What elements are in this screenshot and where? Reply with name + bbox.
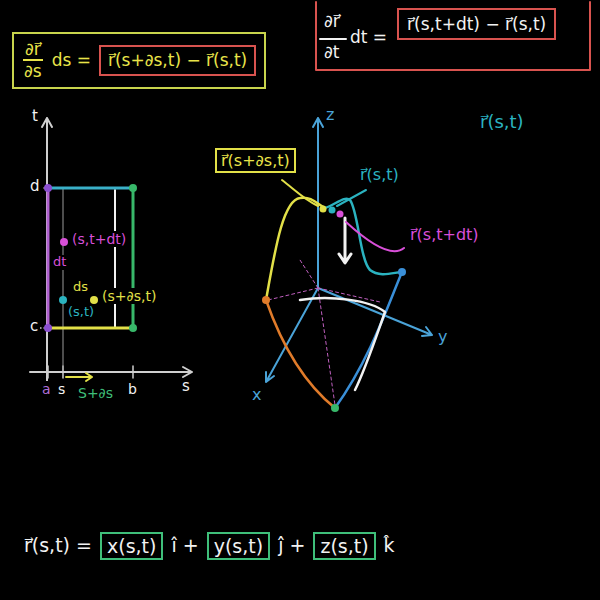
- fraction-denominator: ∂t: [322, 43, 341, 63]
- node-text: z(s,t): [320, 535, 368, 558]
- point-label: (s,t+dt): [70, 231, 128, 247]
- fraction-bar: [320, 38, 346, 40]
- bound-label: c: [28, 318, 40, 335]
- node-text: ds =: [52, 50, 91, 70]
- fraction: ∂r⃗∂s: [22, 39, 44, 82]
- corner-dot: [331, 404, 339, 412]
- point-label: r⃗(s,t+dt): [408, 226, 481, 244]
- point-label-box: r⃗(s+∂s,t): [215, 148, 296, 173]
- node-text: r⃗(s+∂s,t) − r⃗(s,t): [108, 50, 247, 70]
- node-text: y(s,t): [214, 535, 263, 558]
- axis-label: x: [250, 386, 263, 404]
- unit-vector: ĵ +: [276, 535, 307, 557]
- s-line: [63, 188, 64, 366]
- component-box: z(s,t): [313, 532, 375, 561]
- step-label: dt: [51, 255, 68, 270]
- leader-line: [337, 190, 366, 206]
- equation-box: ∂r⃗∂s ds = r⃗(s+∂s,t) − r⃗(s,t): [12, 32, 266, 89]
- axis-label: y: [436, 328, 449, 346]
- corner-dot: [129, 324, 137, 332]
- y-axis: [318, 288, 432, 336]
- corner-dot: [129, 184, 137, 192]
- node-text: r⃗(s+∂s,t): [221, 151, 290, 170]
- drawing: [30, 2, 590, 412]
- unit-vector: k̂: [382, 535, 397, 557]
- x-axis: [266, 288, 318, 382]
- unit-vector: î +: [169, 535, 200, 557]
- surface-edge: [335, 272, 402, 408]
- function-name: r⃗(s,t): [478, 112, 526, 133]
- bound-label: b: [126, 381, 139, 397]
- surface-curve: [300, 298, 385, 390]
- leader-line: [282, 180, 318, 206]
- position-ray: [268, 260, 380, 405]
- bound-label: a: [40, 381, 53, 397]
- component-box: y(s,t): [207, 532, 270, 561]
- corner-dot: [44, 324, 52, 332]
- node-text: ∂s: [22, 61, 44, 81]
- point-dot: [60, 238, 68, 246]
- point-label: r⃗(s,t): [358, 166, 401, 184]
- bound-label: d: [28, 178, 42, 195]
- region-edge: [48, 187, 133, 190]
- point-dot: [90, 296, 98, 304]
- fraction-numerator: ∂r⃗: [322, 12, 342, 32]
- s-axis: [30, 367, 192, 377]
- point-dot: [337, 211, 344, 218]
- region-edge: [48, 327, 133, 330]
- node-text: x(s,t): [107, 535, 156, 558]
- point-dot: [320, 206, 327, 213]
- frame-line: [316, 2, 590, 70]
- point-label: (s+∂s,t): [100, 288, 158, 304]
- axis-label: z: [324, 106, 336, 124]
- difference-box: r⃗(s+∂s,t) − r⃗(s,t): [99, 45, 256, 75]
- point-dot: [329, 207, 336, 214]
- equation-text: r⃗(s,t) =: [22, 535, 94, 557]
- point-dot: [59, 296, 67, 304]
- s-plus-ds-line: [114, 190, 116, 328]
- region-edge: [47, 188, 50, 328]
- region-edge: [132, 188, 135, 328]
- component-box: x(s,t): [100, 532, 163, 561]
- surface-edge: [266, 198, 325, 300]
- equation-text: dt =: [348, 28, 389, 48]
- tick-label: S+∂s: [76, 385, 115, 401]
- difference-box: r⃗(s,t+dt) − r⃗(s,t): [397, 8, 556, 40]
- node-text: ∂r⃗: [23, 39, 43, 61]
- node-text: r⃗(s,t+dt) − r⃗(s,t): [407, 14, 546, 34]
- surface-edge: [266, 300, 335, 408]
- bound-tick: [32, 188, 46, 328]
- point-label: (s,t): [66, 305, 96, 320]
- leader-line: [346, 222, 404, 251]
- corner-dot: [398, 268, 406, 276]
- corner-dot: [262, 296, 270, 304]
- ds-arrow: [66, 373, 92, 381]
- axis-label: s: [180, 378, 192, 395]
- step-label: ds: [71, 280, 90, 295]
- t-axis: [42, 118, 52, 386]
- corner-dot: [44, 184, 52, 192]
- axis-label: t: [30, 108, 40, 125]
- tick-label: s: [56, 381, 67, 397]
